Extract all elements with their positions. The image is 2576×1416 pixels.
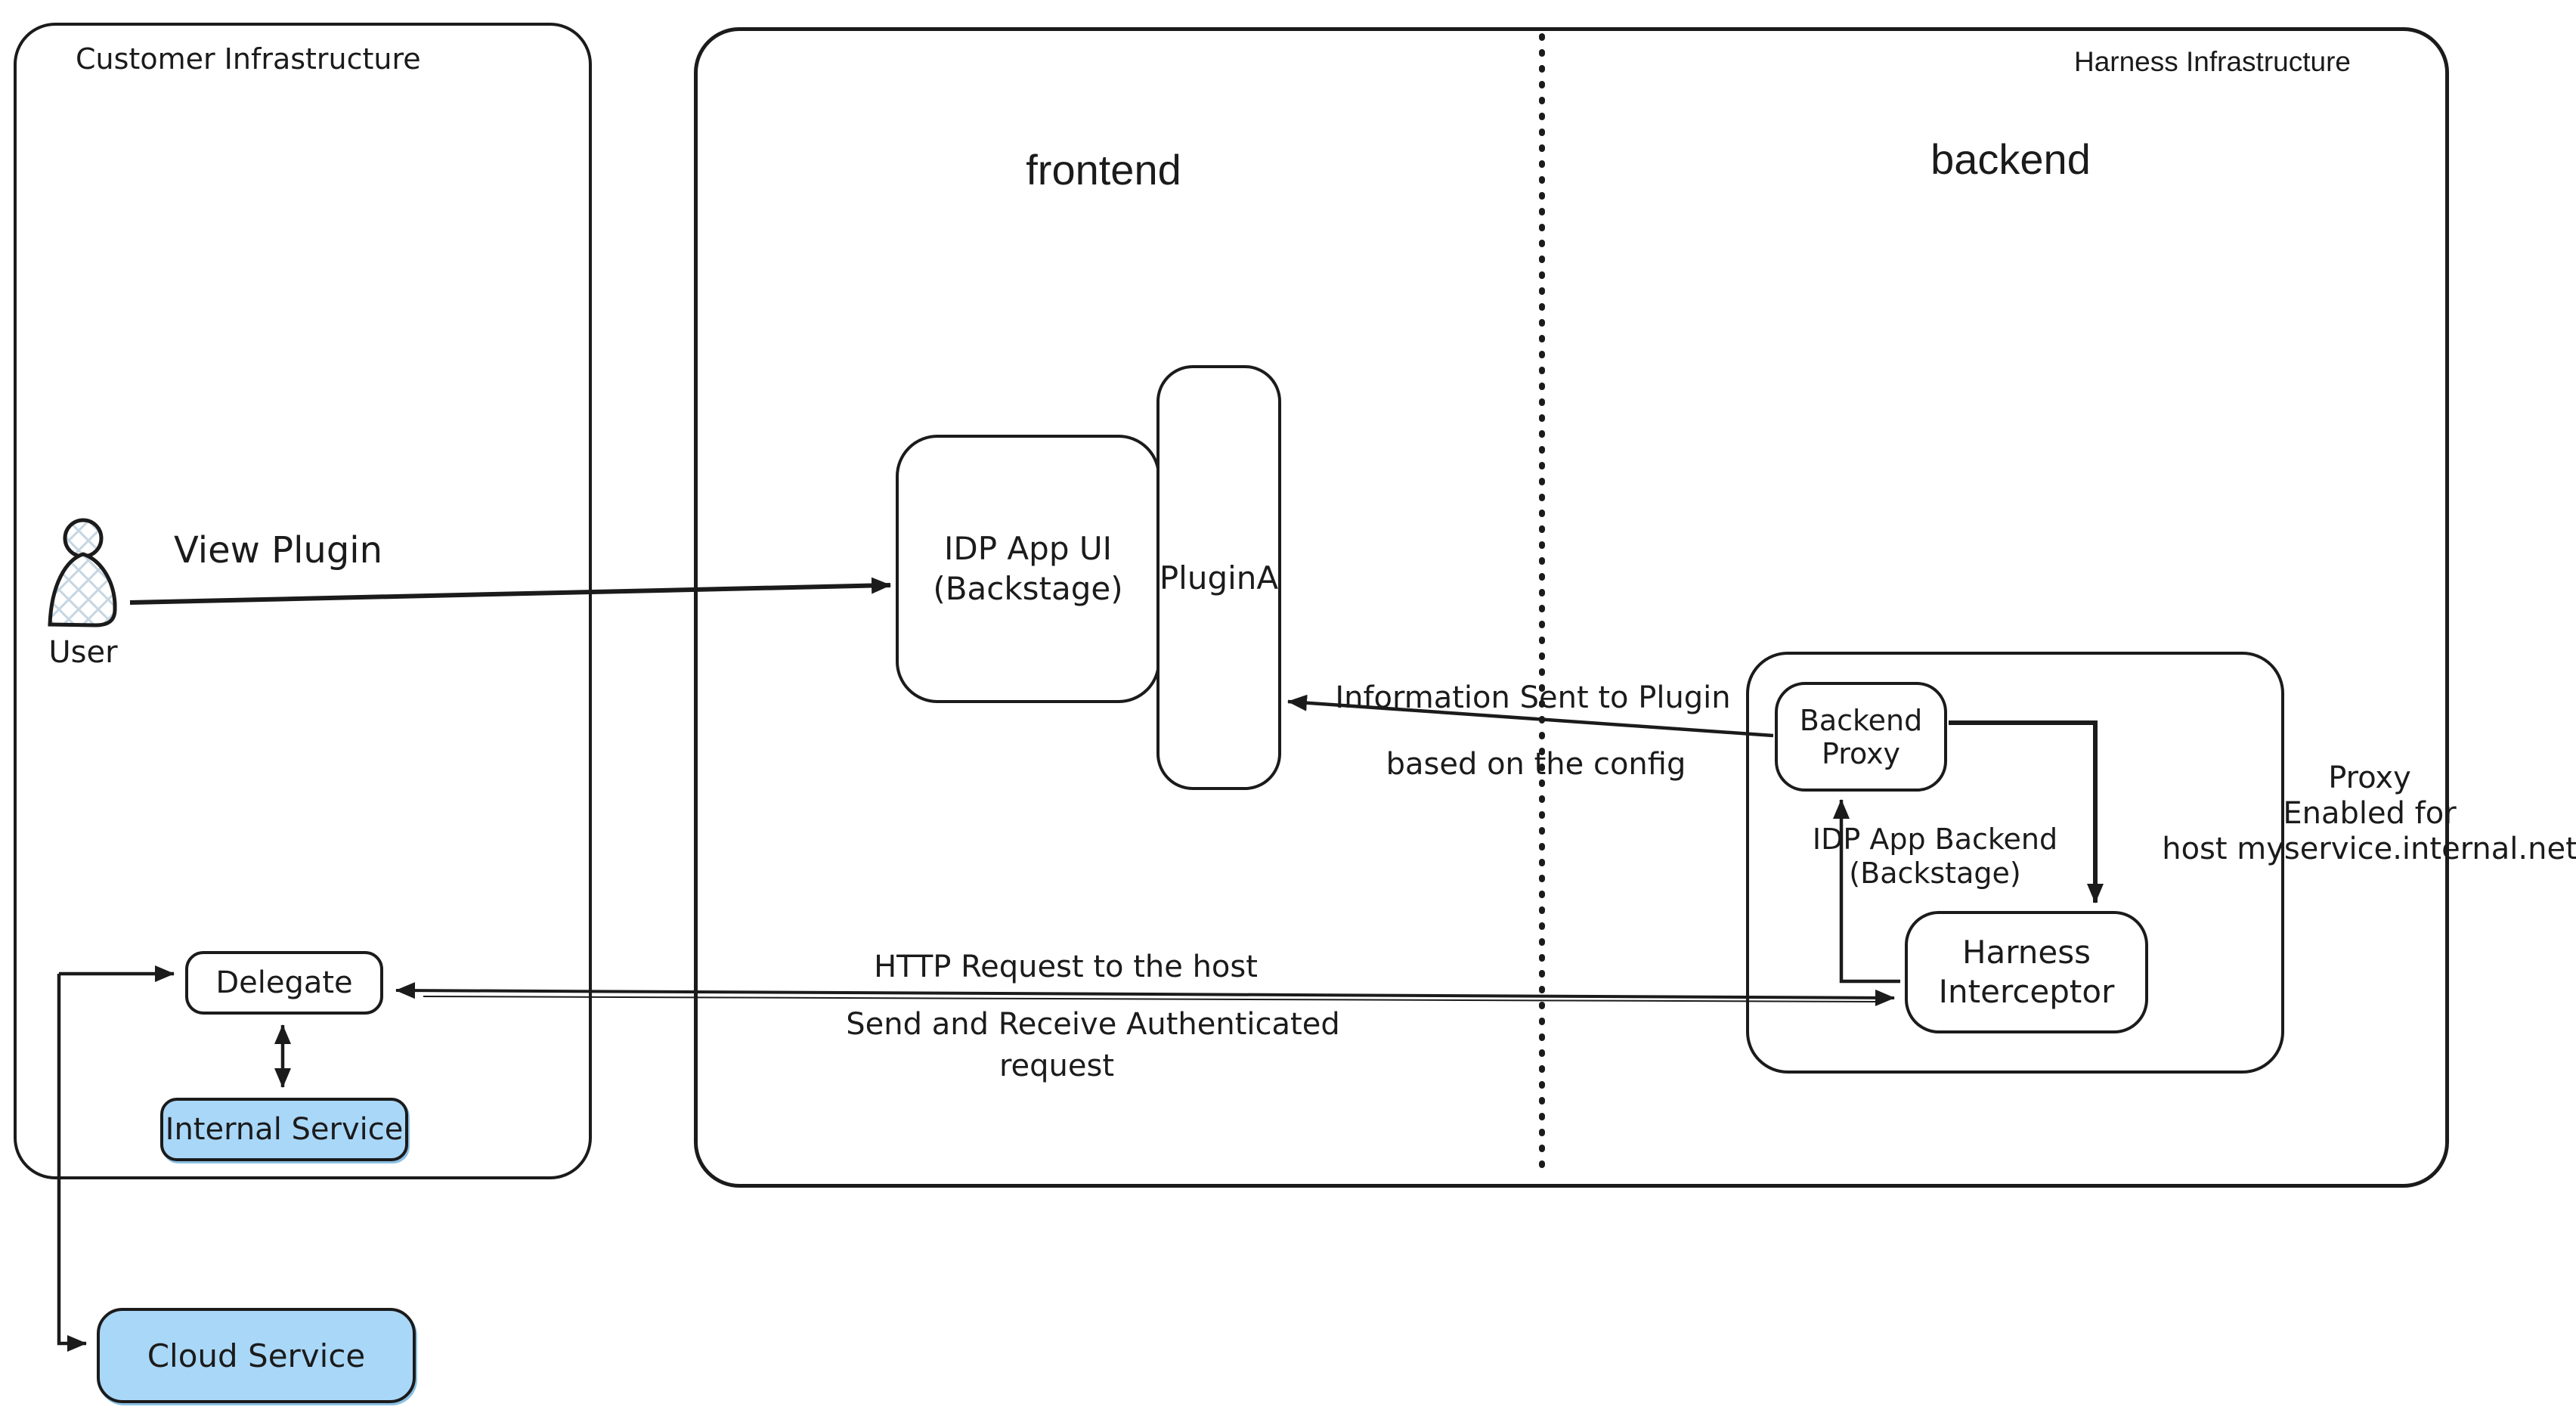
plugin-a-node: PluginA xyxy=(1156,365,1281,790)
user-label: User xyxy=(48,635,118,670)
harness-interceptor-label-line2: Interceptor xyxy=(1938,973,2115,1010)
http-request-label-line2: Send and Receive Authenticated xyxy=(846,1007,1340,1042)
backend-section-label: backend xyxy=(1930,135,2091,183)
harness-infrastructure-title: Harness Infrastructure xyxy=(2073,46,2351,77)
harness-interceptor-label-line1: Harness xyxy=(1961,933,2091,971)
backend-proxy-node: Backend Proxy xyxy=(1775,682,1947,792)
idp-app-ui-label-line2: (Backstage) xyxy=(933,569,1123,607)
frontend-section-label: frontend xyxy=(1026,146,1181,194)
delegate-label: Delegate xyxy=(215,965,353,1000)
idp-app-backend-label: IDP App Backend (Backstage) xyxy=(1812,823,2058,890)
view-plugin-label: View Plugin xyxy=(173,529,383,572)
proxy-enabled-label: Proxy Enabled for host myservice.interna… xyxy=(2162,761,2576,866)
customer-infrastructure-title: Customer Infrastructure xyxy=(76,42,421,76)
cloud-service-node: Cloud Service xyxy=(97,1308,416,1403)
cloud-service-label: Cloud Service xyxy=(147,1337,366,1374)
backend-proxy-label: Backend Proxy xyxy=(1799,703,1923,770)
delegate-node: Delegate xyxy=(185,951,383,1015)
http-request-label-line3: request xyxy=(999,1049,1115,1083)
idp-app-ui-label-line1: IDP App UI xyxy=(944,530,1112,567)
info-sent-label-line2: based on the config xyxy=(1386,747,1686,782)
harness-interceptor-node: Harness Interceptor xyxy=(1905,911,2148,1033)
info-sent-label-line1: Information Sent to Plugin xyxy=(1335,680,1731,715)
idp-app-ui-node: IDP App UI (Backstage) xyxy=(896,435,1160,703)
internal-service-node: Internal Service xyxy=(160,1098,408,1161)
plugin-a-label: PluginA xyxy=(1159,559,1279,596)
http-request-label-line1: HTTP Request to the host xyxy=(874,950,1258,984)
internal-service-label: Internal Service xyxy=(165,1112,404,1147)
